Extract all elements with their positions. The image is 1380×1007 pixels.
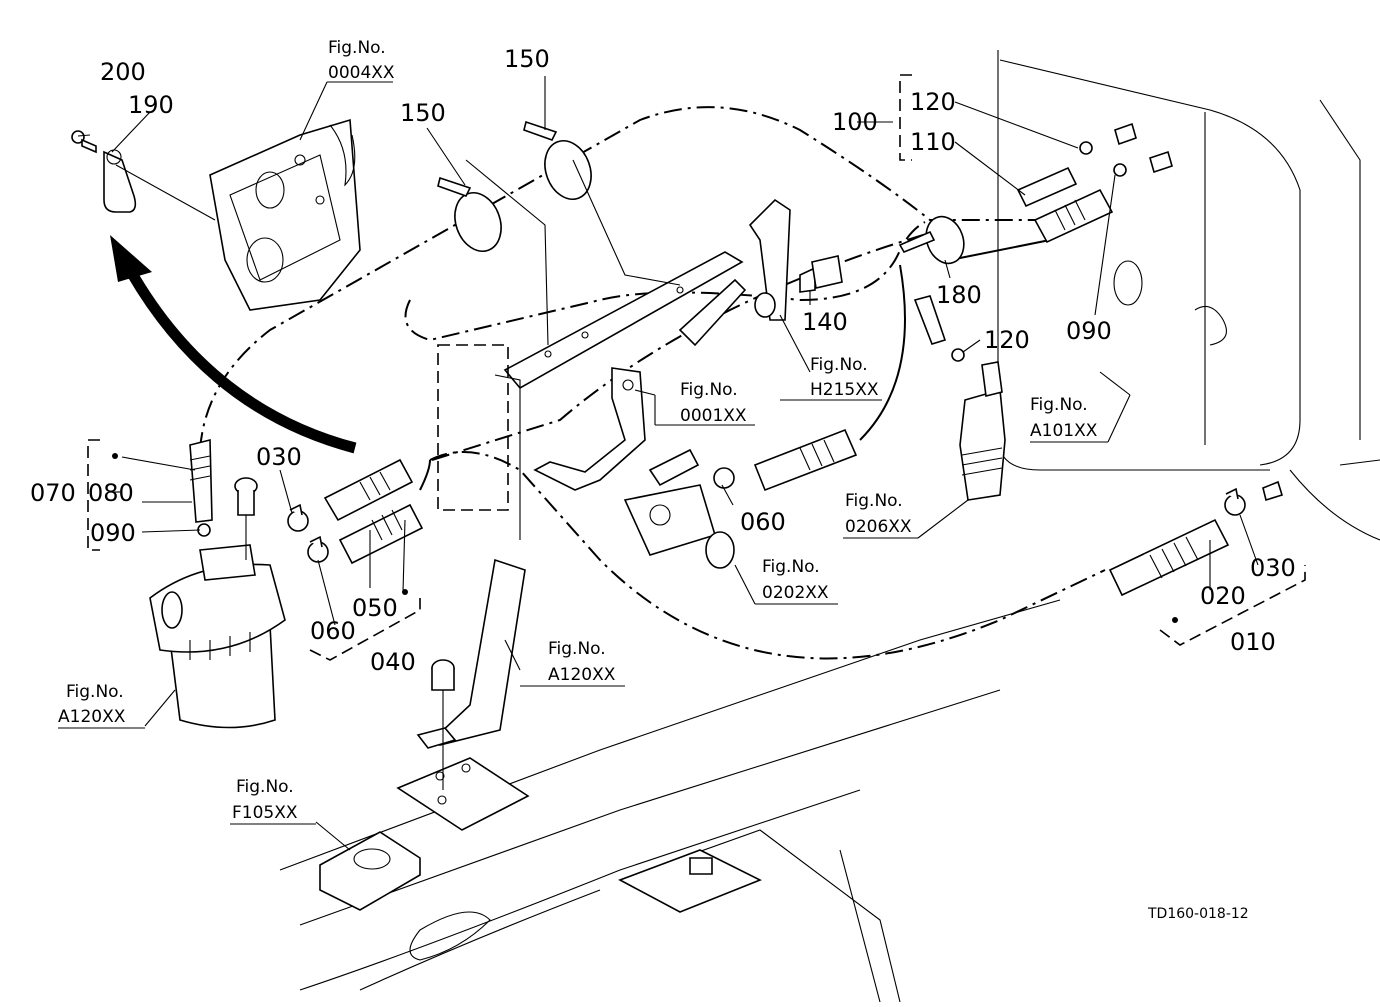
part-label: 150 bbox=[504, 45, 550, 73]
part-label: 120 bbox=[984, 326, 1030, 354]
frame-outline bbox=[997, 50, 1380, 541]
bolt-140 bbox=[754, 255, 843, 318]
fig-code: 0202XX bbox=[762, 583, 829, 603]
engine-block-illustration bbox=[209, 118, 361, 311]
part-label: 100 bbox=[832, 108, 878, 136]
fig-prefix: Fig.No. bbox=[1030, 395, 1088, 415]
part-label: 180 bbox=[936, 281, 982, 309]
filter-bolt bbox=[234, 477, 258, 560]
fig-code: 0004XX bbox=[328, 63, 395, 83]
fig-ref-0206xx: Fig.No. 0206XX bbox=[843, 491, 918, 539]
injection-nozzle-0206xx bbox=[913, 295, 1006, 501]
fig-code: 0206XX bbox=[845, 517, 912, 537]
fig-ref-a101xx: Fig.No. A101XX bbox=[1030, 395, 1108, 443]
part-label: 140 bbox=[802, 308, 848, 336]
part-label: 200 bbox=[100, 58, 146, 86]
band-clamp-150-right bbox=[523, 120, 592, 200]
hose-fitting-050-lower bbox=[338, 503, 424, 565]
fig-prefix: Fig.No. bbox=[762, 557, 820, 577]
fig-ref-f105xx: Fig.No. F105XX bbox=[230, 777, 316, 825]
part-label: 090 bbox=[90, 519, 136, 547]
fig-code: F105XX bbox=[232, 803, 298, 823]
drawing-code: TD160-018-12 bbox=[1147, 906, 1249, 922]
fig-prefix: Fig.No. bbox=[328, 38, 386, 58]
band-clamp-150-left bbox=[437, 176, 502, 252]
direction-arrow bbox=[110, 235, 357, 454]
bolt-200 bbox=[71, 130, 97, 154]
fig-code: H215XX bbox=[810, 380, 879, 400]
part-label: 110 bbox=[910, 128, 956, 156]
fig-ref-0004xx: Fig.No. 0004XX bbox=[328, 38, 395, 83]
part-label: 070 bbox=[30, 479, 76, 507]
clamp-060-left bbox=[307, 535, 329, 563]
hose-assembly-110 bbox=[1016, 122, 1173, 244]
part-label: 060 bbox=[310, 617, 356, 645]
fig-ref-h215xx: Fig.No. H215XX bbox=[780, 355, 882, 401]
fig-code: A101XX bbox=[1030, 421, 1098, 441]
part-label: 010 bbox=[1230, 628, 1276, 656]
fig-ref-a120xx-pillar: Fig.No. A120XX bbox=[520, 639, 625, 687]
group-bracket-100 bbox=[899, 74, 912, 161]
clamp-030-left bbox=[287, 503, 309, 532]
clamp-180 bbox=[898, 215, 965, 265]
figure-references: Fig.No. 0004XX Fig.No. 0001XX Fig.No. H2… bbox=[58, 38, 1108, 825]
fig-prefix: Fig.No. bbox=[236, 777, 294, 797]
part-label: 150 bbox=[400, 99, 446, 127]
part-labels: 200 190 150 150 100 120 110 090 180 120 … bbox=[30, 45, 1296, 676]
group-bracket-040 bbox=[309, 589, 421, 661]
fuel-filter bbox=[149, 544, 286, 729]
part-label: 040 bbox=[370, 648, 416, 676]
fig-code: 0001XX bbox=[680, 406, 747, 426]
leader-lines bbox=[77, 76, 1259, 851]
fig-ref-a120xx-filter: Fig.No. A120XX bbox=[58, 682, 145, 729]
part-label: 080 bbox=[88, 479, 134, 507]
part-label: 030 bbox=[1250, 554, 1296, 582]
part-label: 060 bbox=[740, 508, 786, 536]
injection-pump-0202xx bbox=[623, 448, 735, 569]
part-label: 190 bbox=[128, 91, 174, 119]
part-label: 050 bbox=[352, 594, 398, 622]
support-pillar bbox=[416, 344, 526, 749]
fig-prefix: Fig.No. bbox=[66, 682, 124, 702]
fig-ref-0202xx: Fig.No. 0202XX bbox=[755, 557, 838, 605]
part-label: 090 bbox=[1066, 317, 1112, 345]
fig-prefix: Fig.No. bbox=[548, 639, 606, 659]
group-bracket-010 bbox=[1159, 565, 1306, 646]
hose-clip-190 bbox=[103, 149, 137, 213]
bolt-floor bbox=[431, 659, 455, 790]
hose-fitting-050-upper bbox=[323, 458, 414, 522]
hose-fitting-060-upper bbox=[713, 428, 858, 492]
clamp-030-right bbox=[1224, 480, 1283, 516]
fig-prefix: Fig.No. bbox=[845, 491, 903, 511]
part-label: 120 bbox=[910, 88, 956, 116]
floor-plate bbox=[279, 599, 1061, 1003]
fig-code: A120XX bbox=[548, 665, 616, 685]
part-label: 030 bbox=[256, 443, 302, 471]
bleed-pin-080 bbox=[189, 438, 213, 537]
hose-fitting-020 bbox=[1108, 518, 1230, 597]
fig-ref-0001xx: Fig.No. 0001XX bbox=[655, 380, 755, 426]
part-label: 020 bbox=[1200, 582, 1246, 610]
group-bracket-070 bbox=[87, 439, 118, 551]
bracket-0001xx bbox=[533, 367, 646, 491]
mounting-bracket bbox=[503, 198, 791, 390]
fig-code: A120XX bbox=[58, 707, 126, 727]
fig-prefix: Fig.No. bbox=[680, 380, 738, 400]
fig-prefix: Fig.No. bbox=[810, 355, 868, 375]
